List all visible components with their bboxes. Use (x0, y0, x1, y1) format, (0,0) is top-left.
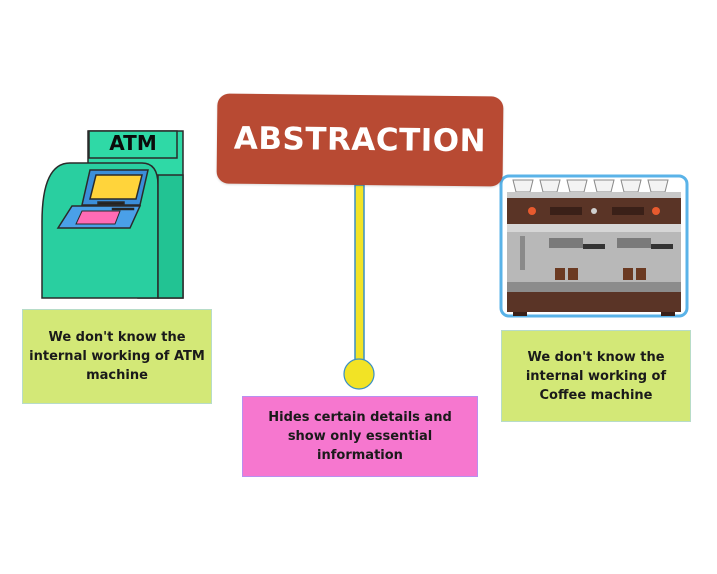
page-title: ABSTRACTION (233, 120, 487, 160)
coffee-machine-icon (499, 174, 689, 318)
title-box: ABSTRACTION (216, 93, 504, 187)
atm-caption: We don't know the internal working of AT… (22, 309, 212, 404)
definition-note: Hides certain details and show only esse… (242, 396, 478, 477)
atm-label: ATM (109, 131, 157, 155)
connector (343, 184, 375, 390)
atm-machine-icon (41, 130, 184, 299)
coffee-caption: We don't know the internal working of Co… (501, 330, 691, 422)
